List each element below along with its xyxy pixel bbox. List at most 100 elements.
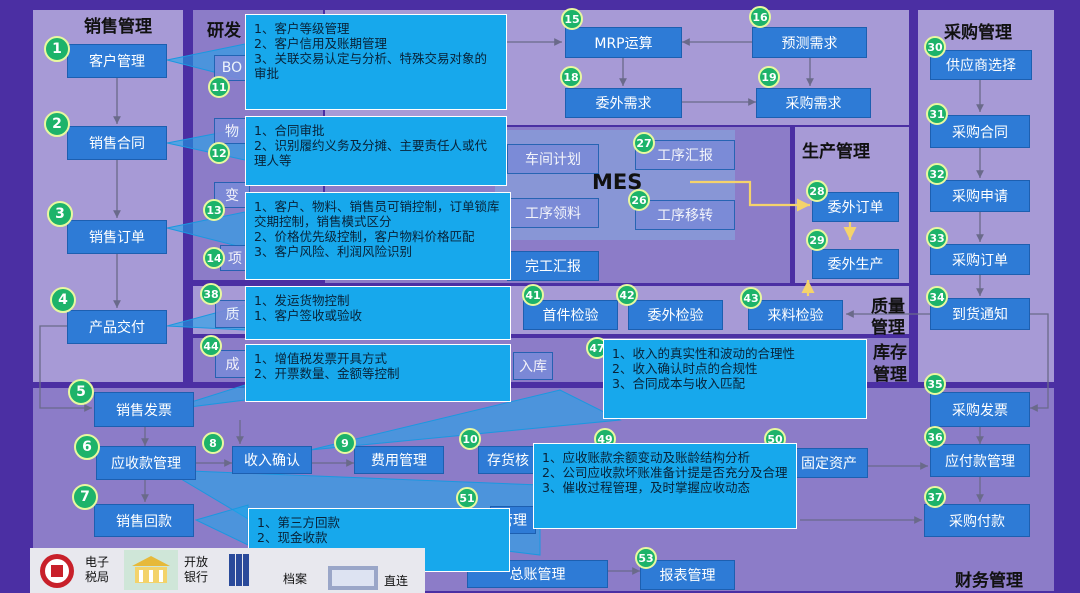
node-purchase-request[interactable]: 采购申请: [930, 180, 1030, 212]
node-purchase-order[interactable]: 采购订单: [930, 244, 1030, 275]
node-change[interactable]: 变: [214, 182, 250, 208]
badge-30: 30: [924, 36, 946, 58]
node-inventory-accounting[interactable]: 存货核: [478, 446, 538, 474]
badge-14: 14: [203, 247, 225, 269]
badge-5: 5: [68, 379, 94, 405]
purchase-zone-title: 采购管理: [944, 23, 1012, 43]
production-zone-title: 生产管理: [802, 142, 870, 162]
badge-36: 36: [924, 426, 946, 448]
badge-51: 51: [456, 487, 478, 509]
node-purchase-demand[interactable]: 采购需求: [756, 88, 871, 118]
direct-connect-screen-icon: [328, 566, 378, 590]
node-report-management[interactable]: 报表管理: [640, 560, 735, 590]
node-sales-order[interactable]: 销售订单: [67, 220, 167, 254]
callout-3-line-3: 3、客户风险、利润风险识别: [254, 244, 412, 259]
badge-44: 44: [200, 335, 222, 357]
node-incoming-inspection[interactable]: 来料检验: [748, 300, 843, 330]
callout-1-line-1: 1、客户等级管理: [254, 21, 350, 36]
archive-label: 档案: [283, 572, 308, 586]
callout-sales-order: 1、客户、物料、销售员可销控制，订单锁库交期控制，销售模式区分 2、价格优先级控…: [245, 192, 511, 280]
badge-43: 43: [740, 287, 762, 309]
callout-5-line-1: 1、增值税发票开具方式: [254, 351, 387, 366]
callout-7-line-2: 2、公司应收款坏账准备计提是否充分及合理: [542, 465, 788, 480]
callout-product-delivery: 1、发运货物控制 1、客户签收或验收: [245, 286, 511, 340]
bank-label-line-2: 银行: [184, 570, 209, 584]
inventory-zone-title-1: 库存: [873, 343, 907, 363]
node-fixed-assets[interactable]: 固定资产: [790, 448, 868, 478]
node-forecast-demand[interactable]: 预测需求: [752, 27, 867, 58]
badge-32: 32: [926, 163, 948, 185]
node-process-report[interactable]: 工序汇报: [635, 140, 735, 170]
bank-building-icon: [124, 550, 178, 590]
node-arrival-notice[interactable]: 到货通知: [930, 298, 1030, 330]
callout-revenue-recognition: 1、收入的真实性和波动的合理性 2、收入确认时点的合规性 3、合同成本与收入匹配: [603, 339, 867, 419]
open-bank-label: 开放 银行: [184, 555, 208, 585]
node-product-delivery[interactable]: 产品交付: [67, 310, 167, 344]
callout-3-line-1: 1、客户、物料、销售员可销控制，订单锁库交期控制，销售模式区分: [254, 199, 500, 229]
callout-customer-management: 1、客户等级管理 2、客户信用及账期管理 3、关联交易认定与分析、特殊交易对象的…: [245, 14, 507, 110]
badge-42: 42: [616, 284, 638, 306]
node-warehousing[interactable]: 入库: [513, 352, 553, 380]
node-process-picking[interactable]: 工序领料: [507, 198, 599, 228]
node-process-transfer[interactable]: 工序移转: [635, 200, 735, 230]
node-payables-management[interactable]: 应付款管理: [930, 444, 1030, 477]
node-workshop-plan[interactable]: 车间计划: [507, 144, 599, 174]
badge-7: 7: [72, 484, 98, 510]
badge-27: 27: [633, 132, 655, 154]
callout-4-line-2: 1、客户签收或验收: [254, 308, 362, 323]
sales-zone-title: 销售管理: [84, 17, 152, 37]
finance-zone-title: 财务管理: [955, 571, 1023, 591]
node-completion-report[interactable]: 完工汇报: [507, 251, 599, 281]
node-purchase-contract[interactable]: 采购合同: [930, 115, 1030, 148]
node-supplier-selection[interactable]: 供应商选择: [930, 50, 1032, 80]
rd-zone-title: 研发: [207, 21, 241, 41]
quality-zone-title-2: 管理: [871, 318, 905, 338]
badge-29: 29: [806, 229, 828, 251]
node-outsource-demand[interactable]: 委外需求: [565, 88, 682, 118]
node-sales-contract[interactable]: 销售合同: [67, 126, 167, 160]
tax-label-line-1: 电子: [85, 555, 110, 569]
node-mrp[interactable]: MRP运算: [565, 27, 682, 58]
callout-2-line-1: 1、合同审批: [254, 123, 325, 138]
node-sales-collection[interactable]: 销售回款: [94, 504, 194, 537]
quality-zone-title-1: 质量: [871, 297, 905, 317]
badge-11: 11: [208, 76, 230, 98]
node-receivables-management[interactable]: 应收款管理: [96, 446, 196, 480]
callout-1-line-2: 2、客户信用及账期管理: [254, 36, 387, 51]
badge-38: 38: [200, 283, 222, 305]
callout-6-line-3: 3、合同成本与收入匹配: [612, 376, 745, 391]
inventory-zone-title-2: 管理: [873, 365, 907, 385]
badge-19: 19: [758, 66, 780, 88]
badge-6: 6: [74, 434, 100, 460]
callout-6-line-2: 2、收入确认时点的合规性: [612, 361, 758, 376]
tax-label-line-2: 税局: [85, 570, 110, 584]
node-first-article-inspection[interactable]: 首件检验: [523, 300, 618, 330]
badge-33: 33: [926, 227, 948, 249]
node-outsource-production[interactable]: 委外生产: [812, 249, 899, 279]
callout-6-line-1: 1、收入的真实性和波动的合理性: [612, 346, 795, 361]
badge-34: 34: [926, 286, 948, 308]
node-revenue-recognition[interactable]: 收入确认: [232, 446, 312, 474]
badge-8: 8: [202, 432, 224, 454]
node-outsource-inspection[interactable]: 委外检验: [628, 300, 723, 330]
badge-10: 10: [459, 428, 481, 450]
archive-binder-icon: [228, 552, 250, 588]
badge-3: 3: [47, 201, 73, 227]
callout-7-line-1: 1、应收账款余额变动及账龄结构分析: [542, 450, 750, 465]
callout-3-line-2: 2、价格优先级控制，客户物料价格匹配: [254, 229, 475, 244]
callout-sales-contract: 1、合同审批 2、识别履约义务及分摊、主要责任人或代理人等: [245, 116, 507, 186]
node-customer-management[interactable]: 客户管理: [67, 44, 167, 78]
node-expense-management[interactable]: 费用管理: [354, 446, 444, 474]
node-purchase-payment[interactable]: 采购付款: [924, 504, 1030, 537]
node-purchase-invoice[interactable]: 采购发票: [930, 392, 1030, 427]
node-outsource-order[interactable]: 委外订单: [812, 192, 899, 222]
badge-1: 1: [44, 36, 70, 62]
tax-bureau-seal-icon: [34, 551, 80, 591]
callout-8-line-1: 1、第三方回款: [257, 515, 340, 530]
node-sales-invoice[interactable]: 销售发票: [94, 392, 194, 427]
node-finished-goods[interactable]: 成: [215, 350, 250, 378]
badge-47: 47: [586, 337, 608, 359]
badge-41: 41: [522, 284, 544, 306]
badge-2: 2: [44, 111, 70, 137]
